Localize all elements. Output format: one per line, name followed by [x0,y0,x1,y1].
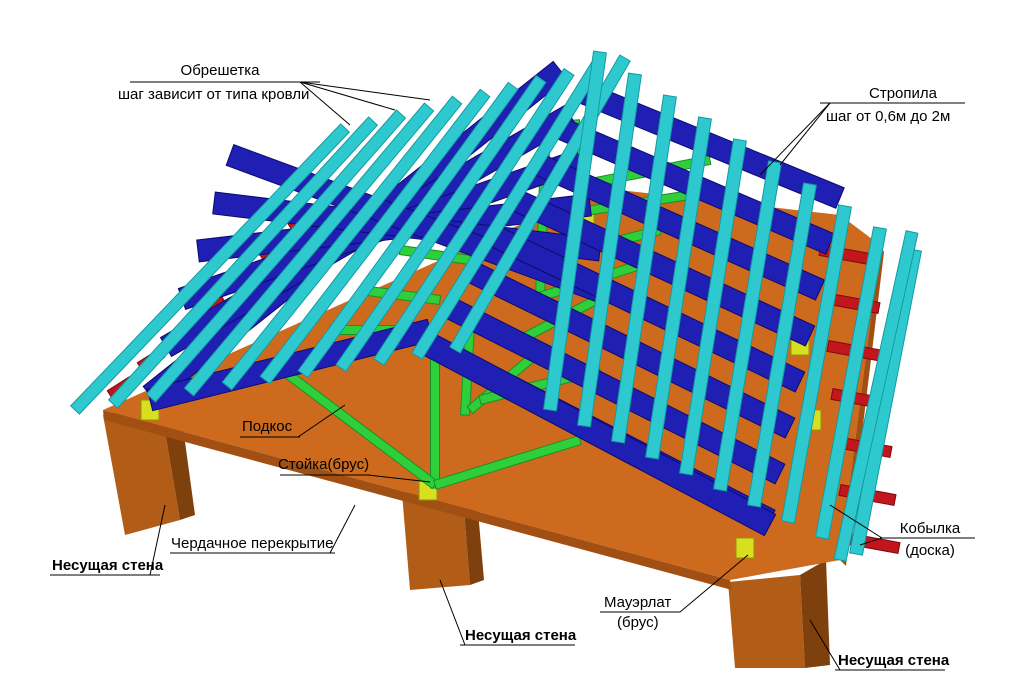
lathing-right-7 [747,182,817,508]
label-brace: Подкос [242,418,293,435]
label-post: Стойка(брус) [278,456,370,473]
leader-lathing-3 [299,81,351,126]
leader-rafters-2 [779,102,831,166]
leader-filly-2 [859,537,883,546]
leader-brace [297,404,346,438]
mauerlat-block-3 [735,537,755,559]
label-mauerlat-note: (брус) [617,614,659,631]
leader-lathing-2 [299,81,431,101]
lathing-left-4 [183,102,435,397]
lathing-left-8 [335,74,547,373]
lathing-right-5 [679,138,747,476]
lathing-left-7 [297,81,519,379]
lathing-left-3 [145,109,407,403]
lathing-left-6 [259,88,491,385]
label-rafters-note: шаг от 0,6м до 2м [826,108,951,125]
slab-front-edge [103,410,732,590]
lathing-right-1 [543,50,607,412]
label-lathing: Обрешетка [180,62,260,79]
leader-post [367,474,431,483]
leader-wall-left [149,504,166,576]
label-load-wall-left: Несущая стена [52,557,164,574]
post-center [430,354,440,489]
lathing-left-5 [221,95,463,391]
leader-mauerlat [679,554,749,613]
lathing-left-1 [69,123,351,415]
label-load-wall-right: Несущая стена [838,652,950,669]
label-filly: Кобылка [899,520,961,537]
lathing-battens [69,50,922,562]
lathing-right-11 [833,230,919,562]
leader-rafters-1 [759,102,831,176]
wall-right [728,575,805,668]
leader-attic [329,504,356,554]
leader-lines [50,81,975,671]
label-load-wall-center: Несущая стена [465,627,577,644]
leader-filly-1 [829,504,883,539]
wall-right-side [800,560,830,668]
lathing-right-9 [815,226,887,540]
lathing-right-3 [611,94,677,444]
label-mauerlat: Мауэрлат [604,594,672,611]
label-rafters: Стропила [869,85,937,102]
lathing-right-4 [645,116,712,460]
lathing-left-2 [107,116,379,409]
leader-wall-center [439,579,466,646]
lathing-right-2 [577,72,642,428]
label-attic-floor: Чердачное перекрытие [171,535,334,552]
leader-lathing-1 [299,81,396,111]
lathing-right-8 [781,204,852,524]
lathing-left-9 [373,68,575,366]
leader-wall-right [809,619,841,671]
lathing-right-6 [713,160,782,492]
label-lathing-note: шаг зависит от типа кровли [118,86,310,103]
label-filly-note: (доска) [905,542,955,559]
